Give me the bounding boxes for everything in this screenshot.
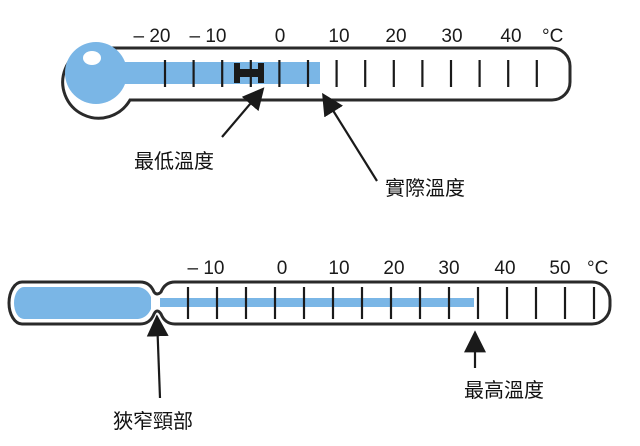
scale-label: 0 (275, 26, 286, 47)
arrow-icon (146, 314, 169, 399)
scale-label: 30 (441, 26, 462, 47)
scale-label: – 10 (190, 26, 227, 47)
label-narrow-neck: 狹窄頸部 (113, 409, 193, 433)
scale-label: 40 (500, 26, 521, 47)
scale-label: 20 (385, 26, 406, 47)
thermometer-bottom-ticks (186, 287, 596, 319)
arrow-icon (221, 87, 265, 138)
thermometer-top-unit: °C (542, 26, 563, 47)
thermometer-top-liquid-column (118, 62, 320, 84)
scale-label: 30 (438, 258, 459, 279)
scale-label: 0 (277, 258, 288, 279)
thermometer-top: – 20 – 10 0 10 20 30 40 °C (61, 26, 572, 120)
thermometer-bottom-reservoir-liquid (14, 287, 151, 319)
scale-label: – 20 (134, 26, 171, 47)
scale-label: 40 (494, 258, 515, 279)
thermometer-bottom-scale-labels: – 10 0 10 20 30 40 50 (188, 258, 571, 279)
thermometer-bottom: – 10 0 10 20 30 40 50 °C (7, 258, 612, 326)
thermometer-bottom-unit: °C (587, 258, 608, 279)
scale-label: 10 (328, 258, 349, 279)
scale-label: – 10 (188, 258, 225, 279)
label-max-temperature: 最高溫度 (464, 378, 544, 402)
scale-label: 20 (383, 258, 404, 279)
thermometer-top-bulb-highlight (83, 51, 101, 65)
arrow-icon (322, 92, 378, 182)
thermometer-top-scale-labels: – 20 – 10 0 10 20 30 40 (134, 26, 522, 47)
dumbbell-marker-icon (234, 63, 264, 83)
scale-label: 50 (549, 258, 570, 279)
thermometer-bottom-liquid-column (160, 298, 474, 307)
label-actual-temperature: 實際溫度 (385, 176, 465, 200)
thermometer-top-bulb-liquid (65, 42, 127, 104)
label-min-temperature: 最低溫度 (134, 149, 214, 173)
scale-label: 10 (328, 26, 349, 47)
